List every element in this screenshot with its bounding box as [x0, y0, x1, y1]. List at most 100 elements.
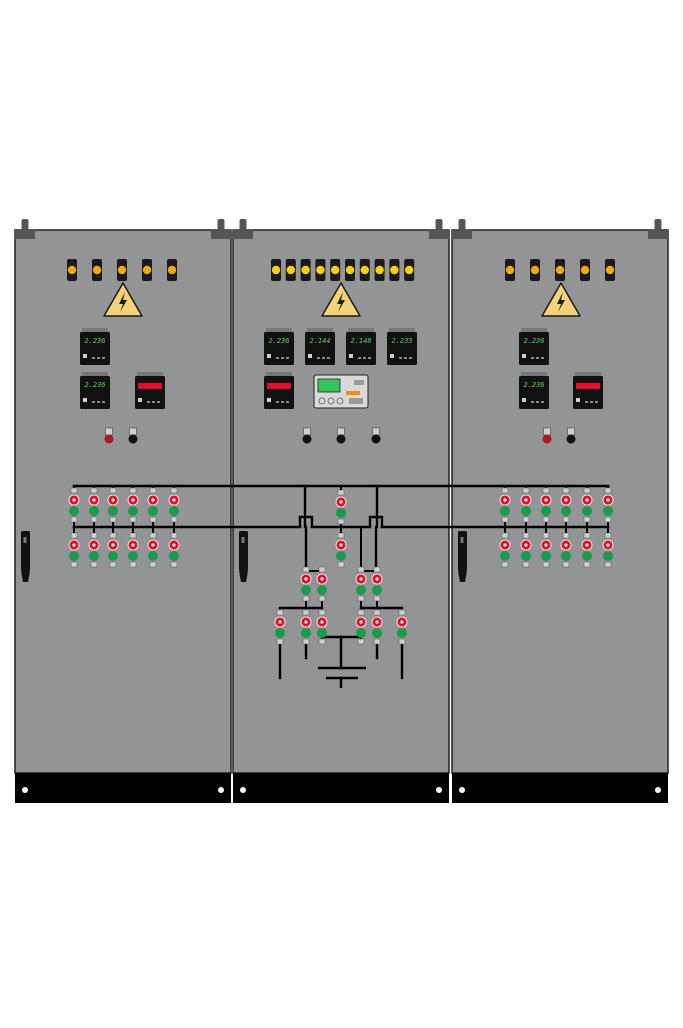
- breaker-close: [301, 585, 311, 595]
- button-label-plate: [105, 427, 113, 436]
- breaker-close: [108, 506, 118, 516]
- handle-lock: [241, 537, 245, 543]
- lifting-eye: [239, 219, 247, 231]
- breaker-close: [69, 506, 79, 516]
- plinth-bolt: [22, 787, 28, 793]
- breaker-trip-center: [339, 500, 343, 504]
- controller-knob: [327, 397, 335, 405]
- button-row-right: [542, 427, 576, 444]
- breaker-tag: [522, 561, 530, 568]
- breaker-trip-center: [503, 498, 507, 502]
- digital-meter: 2.148: [346, 328, 376, 365]
- breaker-tag: [583, 487, 591, 494]
- circuit-breaker: [168, 532, 180, 568]
- indicator-lamp-icon: [142, 259, 152, 281]
- breaker-close: [148, 551, 158, 561]
- meter-led: [322, 357, 325, 359]
- circuit-breaker: [300, 566, 312, 602]
- breaker-tag: [70, 561, 78, 568]
- handle-grip: [239, 531, 248, 571]
- breaker-trip-center: [375, 620, 379, 624]
- meter-led: [409, 357, 412, 359]
- door-handle-icon: [21, 531, 30, 582]
- meter-key: [138, 398, 142, 402]
- push-button-black: [566, 427, 576, 444]
- breaker-tag: [70, 532, 78, 539]
- breaker-tag: [318, 609, 326, 616]
- meter-led: [404, 357, 407, 359]
- door-handle-icon: [458, 531, 467, 582]
- button-label-plate: [567, 427, 575, 436]
- meter-key: [522, 398, 526, 402]
- breaker-trip-center: [172, 498, 176, 502]
- breaker-tag: [357, 566, 365, 573]
- breaker-tag: [542, 516, 550, 523]
- meter-clip: [137, 372, 163, 377]
- meter-led: [276, 357, 279, 359]
- breaker-trip-center: [304, 577, 308, 581]
- circuit-breaker: [316, 609, 328, 645]
- meter-body: [264, 332, 294, 365]
- cabinet-plinth: [15, 773, 231, 803]
- cabinet-plinth: [233, 773, 449, 803]
- breaker-close: [603, 551, 613, 561]
- breaker-tag: [90, 516, 98, 523]
- digital-meter: 2.236: [80, 372, 110, 409]
- warning-high-voltage-icon: [103, 282, 143, 317]
- lamp-lens: [605, 265, 615, 275]
- breaker-trip-center: [503, 543, 507, 547]
- lamp-lens: [530, 265, 540, 275]
- breaker-close: [148, 506, 158, 516]
- meter-led: [157, 401, 160, 403]
- breaker-tag: [398, 609, 406, 616]
- meter-led: [327, 357, 330, 359]
- indicator-lamp-icon: [389, 259, 400, 281]
- circuit-breaker: [147, 487, 159, 523]
- circuit-breaker: [581, 487, 593, 523]
- meter-key: [390, 354, 394, 358]
- breaker-tag: [522, 487, 530, 494]
- circuit-breaker: [274, 609, 286, 645]
- lamp-lens: [167, 265, 177, 275]
- breaker-tag: [562, 561, 570, 568]
- breaker-tag: [604, 561, 612, 568]
- meter-clip: [307, 328, 333, 333]
- breaker-close: [500, 551, 510, 561]
- breaker-trip-center: [320, 577, 324, 581]
- breaker-tag: [373, 638, 381, 645]
- lamp-row-left: [67, 259, 177, 281]
- meter-reading: 2.236: [84, 337, 105, 345]
- circuit-breaker: [88, 487, 100, 523]
- breaker-tag: [398, 638, 406, 645]
- breaker-tag: [373, 566, 381, 573]
- indicator-lamp-icon: [117, 259, 127, 281]
- meter-key: [576, 398, 580, 402]
- breaker-tag: [501, 561, 509, 568]
- breaker-tag: [373, 609, 381, 616]
- circuit-breaker: [560, 487, 572, 523]
- breaker-tag: [109, 532, 117, 539]
- breaker-close: [561, 506, 571, 516]
- lamp-lens: [360, 265, 369, 275]
- meter-led: [286, 357, 289, 359]
- meter-reading: 2.236: [268, 337, 289, 345]
- meter-body: [305, 332, 335, 365]
- breaker-tag: [542, 532, 550, 539]
- meter-clip: [348, 328, 374, 333]
- breaker-tag: [170, 561, 178, 568]
- breaker-tag: [276, 609, 284, 616]
- meter-key: [267, 354, 271, 358]
- breaker-tag: [337, 532, 345, 539]
- breaker-tag: [109, 516, 117, 523]
- circuit-breaker: [127, 532, 139, 568]
- top-bracket: [15, 230, 35, 239]
- breaker-tag: [357, 609, 365, 616]
- lamp-lens: [405, 265, 414, 275]
- breaker-trip-center: [606, 498, 610, 502]
- breaker-tag: [109, 561, 117, 568]
- button-label-plate: [303, 427, 311, 436]
- breaker-close: [128, 506, 138, 516]
- meter-clip: [521, 328, 547, 333]
- button-cap: [336, 434, 346, 444]
